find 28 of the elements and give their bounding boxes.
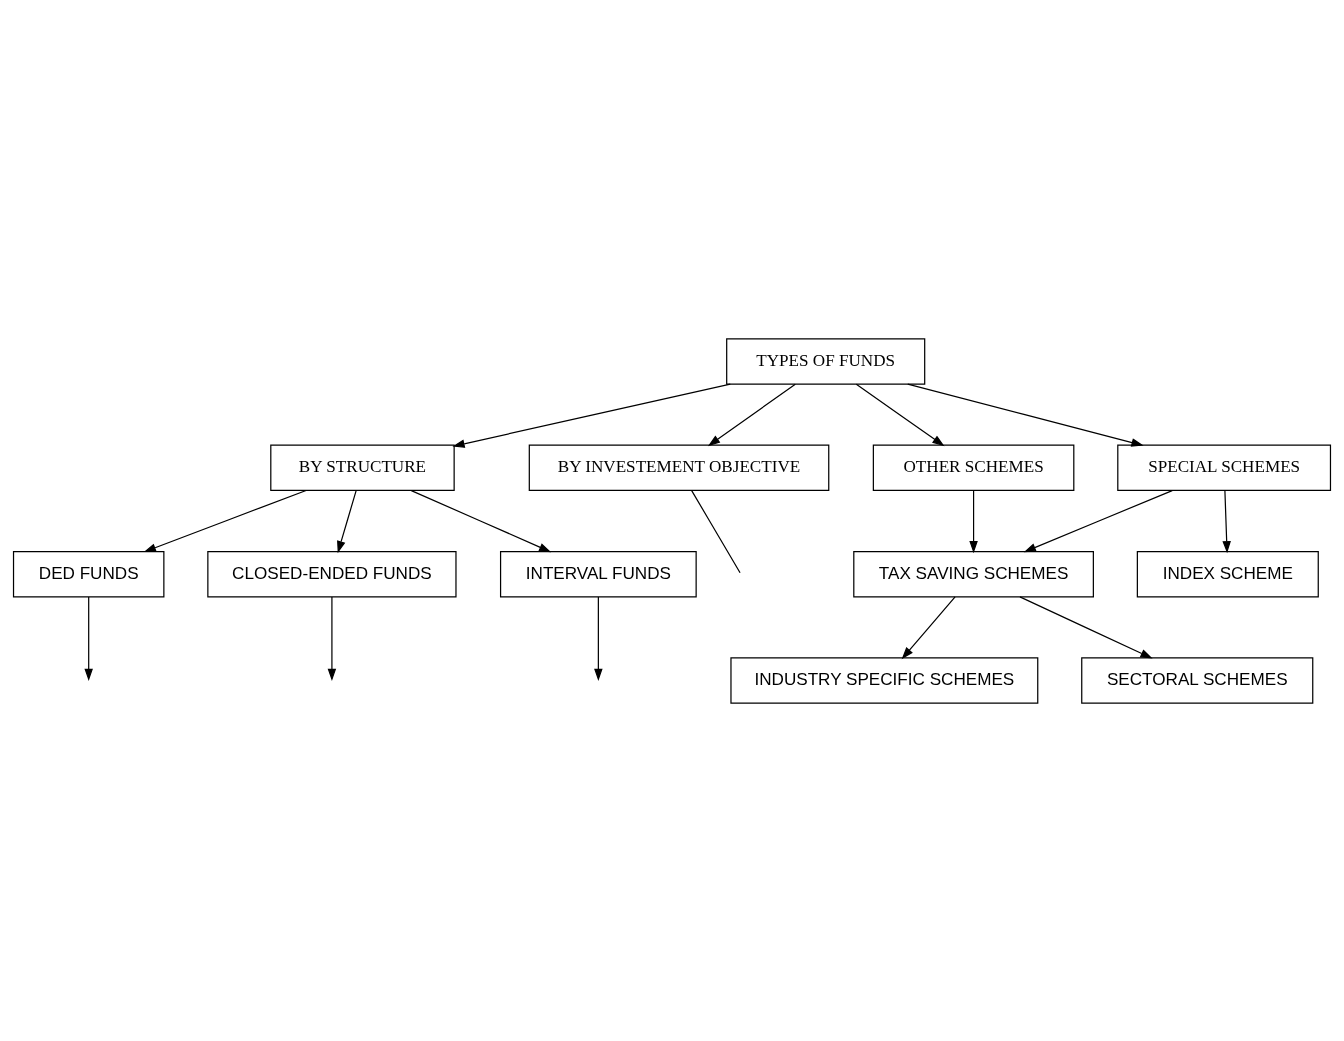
node-box: OTHER SCHEMES [872,444,1075,491]
node-box: DED FUNDS [12,550,165,597]
node-box: SECTORAL SCHEMES [1081,656,1314,704]
node-box: BY STRUCTURE [270,444,455,491]
node-box: CLOSED-ENDED FUNDS [207,550,457,597]
arrow [907,383,1144,447]
arrow [1222,489,1231,553]
arrow [707,383,796,446]
node-box: TAX SAVING SCHEMES [853,550,1094,597]
arrow [855,383,945,446]
arrow [1019,595,1153,659]
node-box: INTERVAL FUNDS [499,550,697,597]
arrow [901,595,956,659]
node-box: INDEX SCHEME [1136,550,1319,597]
node-box: SPECIAL SCHEMES [1117,444,1332,491]
node-box: BY INVESTEMENT OBJECTIVE [528,444,830,491]
connector [691,489,741,573]
arrow [594,595,603,681]
arrow [327,595,337,681]
arrow [452,383,731,448]
arrow [84,595,93,681]
arrow [969,489,978,553]
arrow [1023,489,1173,552]
arrow [143,489,307,552]
arrow [410,489,552,552]
arrow [337,489,357,553]
node-box: INDUSTRY SPECIFIC SCHEMES [730,656,1039,704]
node-box: TYPES OF FUNDS [726,337,926,385]
